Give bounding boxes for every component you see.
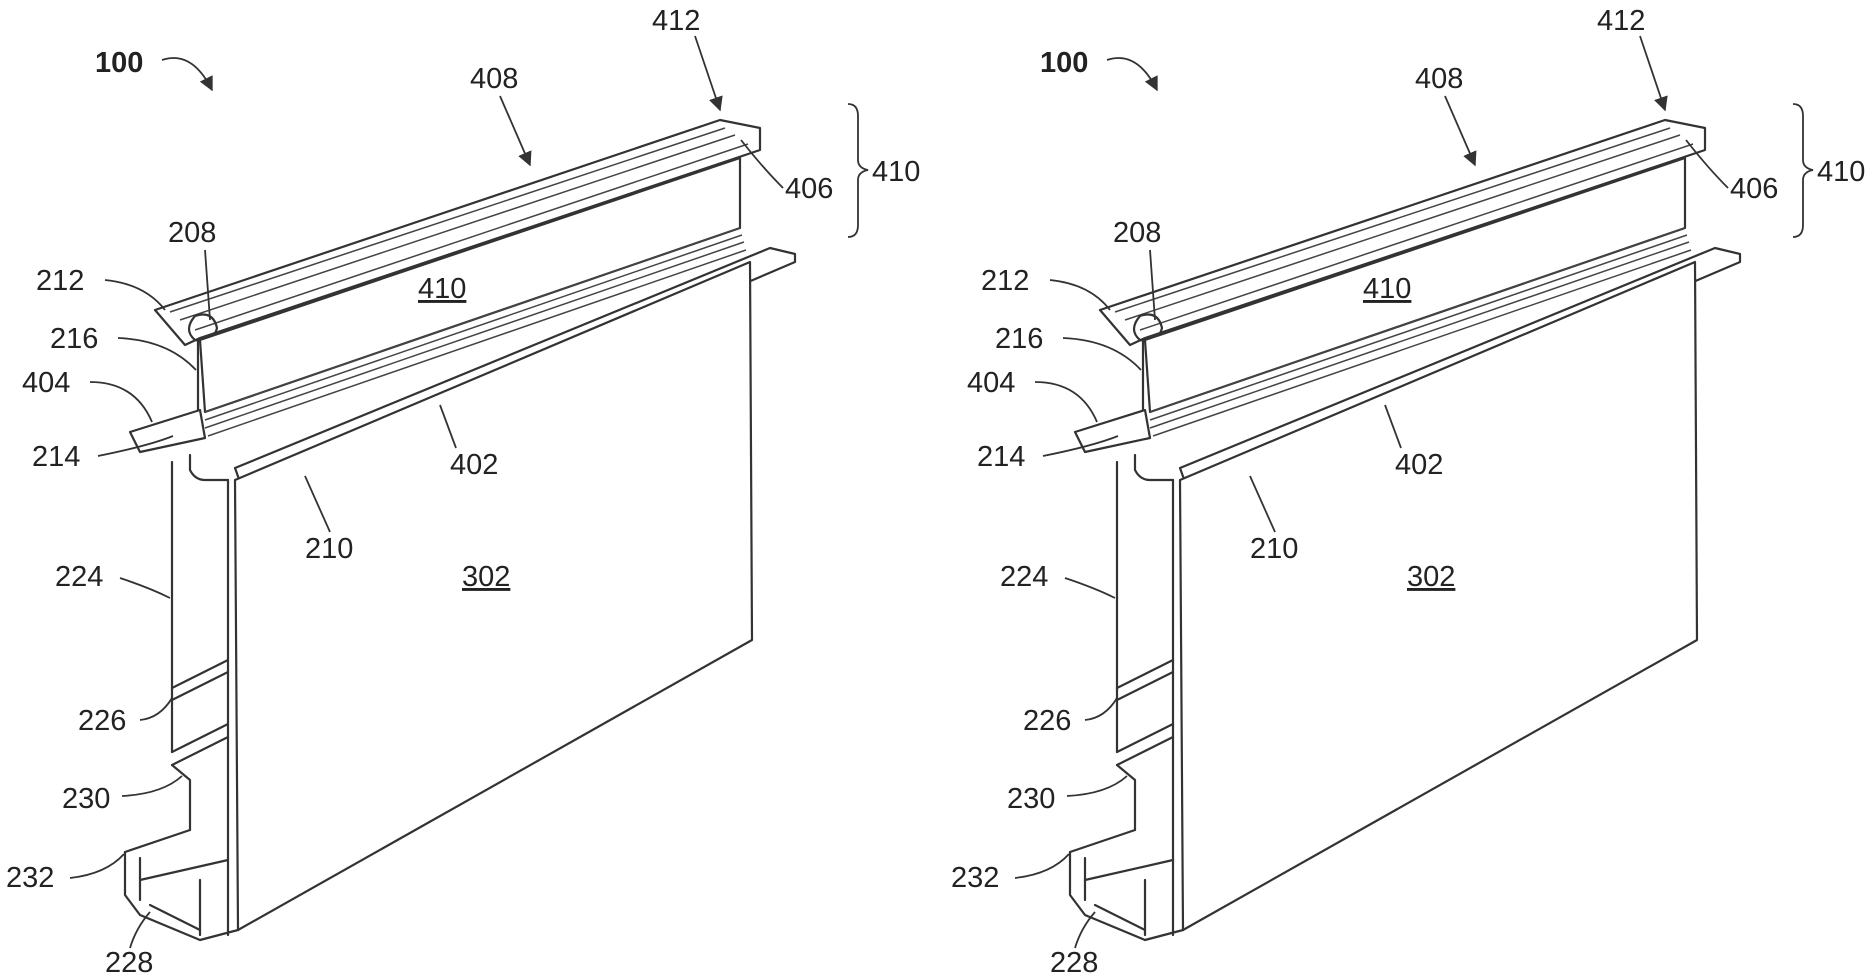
label-226: 226 bbox=[78, 705, 126, 737]
lead-226 bbox=[139, 697, 173, 721]
label-410-face: 410 bbox=[1363, 273, 1411, 305]
figure-left: 100 412 408 406 410 208 212 410 216 404 … bbox=[6, 5, 920, 978]
label-226: 226 bbox=[1023, 705, 1071, 737]
bracket-410 bbox=[847, 103, 869, 238]
lead-404 bbox=[1034, 381, 1098, 423]
arrow-412 bbox=[1639, 35, 1668, 112]
figure-right: 100 412 408 406 410 208 212 410 216 404 … bbox=[951, 5, 1865, 978]
lead-224 bbox=[1064, 577, 1116, 599]
label-406: 406 bbox=[785, 173, 833, 205]
arrow-412 bbox=[694, 35, 723, 112]
lead-226 bbox=[1084, 697, 1118, 721]
lead-402 bbox=[439, 404, 457, 449]
label-224: 224 bbox=[55, 561, 103, 593]
lead-232 bbox=[1014, 853, 1070, 879]
lead-212 bbox=[1049, 279, 1111, 311]
lead-224 bbox=[119, 577, 171, 599]
label-212: 212 bbox=[981, 265, 1029, 297]
label-410-face: 410 bbox=[418, 273, 466, 305]
label-228: 228 bbox=[105, 947, 153, 978]
arrow-100 bbox=[161, 57, 213, 92]
label-410-bracket: 410 bbox=[872, 156, 920, 188]
label-216: 216 bbox=[50, 323, 98, 355]
bracket-410 bbox=[1792, 103, 1814, 238]
label-214: 214 bbox=[977, 441, 1025, 473]
label-208: 208 bbox=[1113, 217, 1161, 249]
label-100: 100 bbox=[95, 47, 143, 79]
lead-216 bbox=[117, 337, 197, 371]
label-406: 406 bbox=[1730, 173, 1778, 205]
profile-drawing-right bbox=[1068, 118, 1742, 942]
lead-228 bbox=[1074, 911, 1096, 949]
label-408: 408 bbox=[1415, 63, 1463, 95]
lead-232 bbox=[69, 853, 125, 879]
label-228: 228 bbox=[1050, 947, 1098, 978]
profile-drawing-left bbox=[123, 118, 797, 942]
lead-214 bbox=[1042, 435, 1119, 457]
arrow-408 bbox=[499, 95, 532, 167]
lead-214 bbox=[97, 435, 174, 457]
lead-208 bbox=[204, 249, 211, 321]
label-224: 224 bbox=[1000, 561, 1048, 593]
lead-406 bbox=[1685, 139, 1729, 189]
label-214: 214 bbox=[32, 441, 80, 473]
label-216: 216 bbox=[995, 323, 1043, 355]
label-232: 232 bbox=[951, 862, 999, 894]
arrow-100 bbox=[1106, 57, 1158, 92]
label-402: 402 bbox=[450, 449, 498, 481]
label-412: 412 bbox=[652, 5, 700, 37]
arrow-408 bbox=[1444, 95, 1477, 167]
label-404: 404 bbox=[967, 367, 1015, 399]
lead-208 bbox=[1149, 249, 1156, 321]
label-212: 212 bbox=[36, 265, 84, 297]
label-412: 412 bbox=[1597, 5, 1645, 37]
lead-404 bbox=[89, 381, 153, 423]
label-410-bracket: 410 bbox=[1817, 156, 1865, 188]
label-210: 210 bbox=[1250, 533, 1298, 565]
label-208: 208 bbox=[168, 217, 216, 249]
lead-212 bbox=[104, 279, 166, 311]
lead-230 bbox=[121, 775, 183, 797]
lead-402 bbox=[1384, 404, 1402, 449]
label-404: 404 bbox=[22, 367, 70, 399]
label-302: 302 bbox=[1407, 561, 1455, 593]
lead-230 bbox=[1066, 775, 1128, 797]
lead-216 bbox=[1062, 337, 1142, 371]
label-302: 302 bbox=[462, 561, 510, 593]
lead-210 bbox=[1249, 475, 1276, 533]
label-408: 408 bbox=[470, 63, 518, 95]
label-232: 232 bbox=[6, 862, 54, 894]
label-210: 210 bbox=[305, 533, 353, 565]
lead-210 bbox=[304, 475, 331, 533]
label-402: 402 bbox=[1395, 449, 1443, 481]
lead-406 bbox=[740, 139, 784, 189]
label-100: 100 bbox=[1040, 47, 1088, 79]
lead-228 bbox=[129, 911, 151, 949]
label-230: 230 bbox=[1007, 783, 1055, 815]
label-230: 230 bbox=[62, 783, 110, 815]
